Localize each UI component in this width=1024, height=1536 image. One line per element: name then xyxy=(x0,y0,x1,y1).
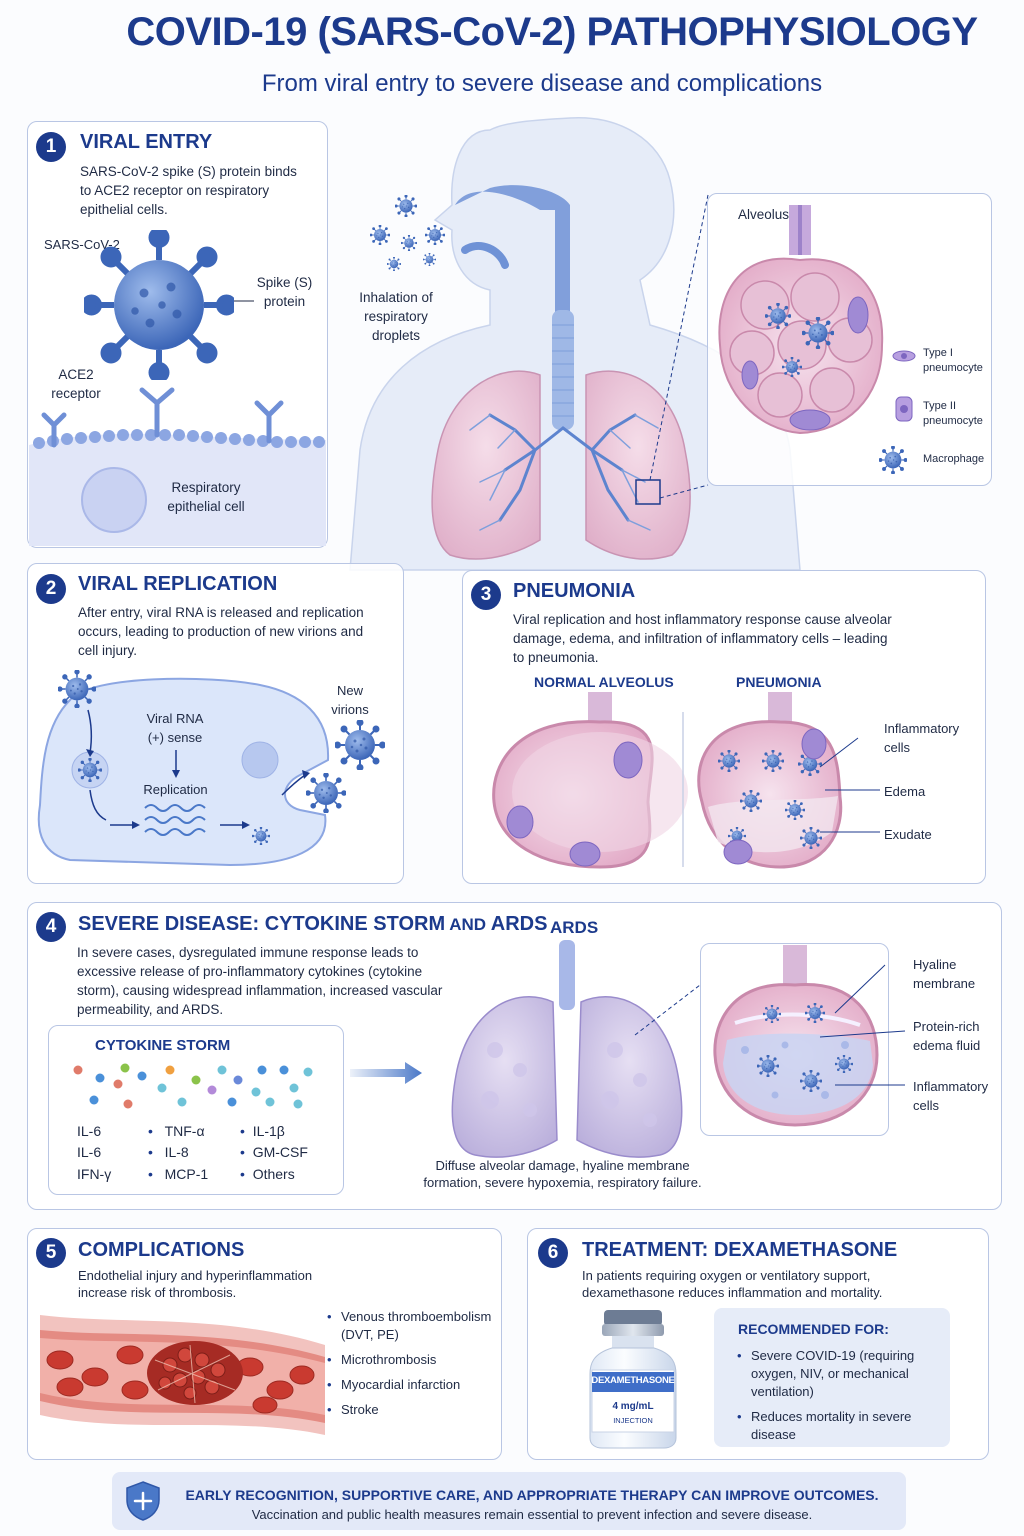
step-number-4: 4 xyxy=(36,912,66,942)
cytokine-storm-box xyxy=(48,1025,344,1195)
exudate-label: Exudate xyxy=(884,827,932,842)
cytokine-1: IL-6 xyxy=(77,1123,102,1139)
dexamethasone-vial-illustration xyxy=(589,1310,677,1449)
spike-label: Spike (S) protein xyxy=(256,275,313,309)
edema-fluid-label: Protein-rich edema fluid xyxy=(913,1019,981,1053)
step-number-1: 1 xyxy=(36,132,66,162)
vial-dose: 4 mg/mL xyxy=(612,1401,654,1412)
replication-illustration xyxy=(37,670,385,867)
recommendation-item: Reduces mortality in severe disease xyxy=(737,1408,937,1444)
page-title: COVID-19 (SARS-CoV-2) PATHOPHYSIOLOGY xyxy=(126,10,978,54)
replication-label: Replication xyxy=(143,782,208,797)
hyaline-membrane-label: Hyaline membrane xyxy=(913,957,976,991)
ards-title: ARDS xyxy=(550,918,599,937)
type1-pneumocyte-icon xyxy=(892,350,916,362)
viral-entry-illustration xyxy=(29,235,326,546)
cytokine-storm-title: CYTOKINE STORM xyxy=(95,1037,231,1054)
legend-macrophage: Macrophage xyxy=(923,453,985,465)
vial-name: DEXAMETHASONE xyxy=(591,1375,675,1386)
panel1-title: VIRAL ENTRY xyxy=(80,131,213,153)
complication-item: Myocardial infarction xyxy=(327,1376,502,1394)
ace2-label: ACE2 receptor xyxy=(51,367,101,401)
page-subtitle: From viral entry to severe disease and c… xyxy=(261,70,823,97)
inflammatory-cells-label: Inflammatory cells xyxy=(884,721,960,755)
panel6-title: TREATMENT: DEXAMETHASONE xyxy=(582,1239,898,1261)
edema-label: Edema xyxy=(884,784,926,799)
cytokine-7: IFN-γ xyxy=(77,1166,112,1182)
recommendation-item: Severe COVID-19 (requiring oxygen, NIV, … xyxy=(737,1347,937,1401)
step-number-5: 5 xyxy=(36,1238,66,1268)
step-number-3: 3 xyxy=(471,580,501,610)
ards-inflammatory-label: Inflammatory cells xyxy=(913,1079,989,1113)
zoom-lines xyxy=(649,194,709,499)
panel1-text: SARS-CoV-2 spike (S) protein binds to AC… xyxy=(80,164,297,217)
panel2-title: VIRAL REPLICATION xyxy=(78,573,278,595)
ards-alveolus-illustration xyxy=(713,945,906,1127)
footer-sub-text: Vaccination and public health measures r… xyxy=(251,1507,813,1522)
normal-alveolus-heading: NORMAL ALVEOLUS xyxy=(534,674,674,690)
cytokine-8: • MCP-1 xyxy=(148,1166,209,1182)
cytokine-9: • Others xyxy=(240,1166,295,1182)
panel5-text: Endothelial injury and hyperinflammation… xyxy=(78,1268,313,1300)
blood-vessel-illustration xyxy=(40,1315,325,1435)
panel3-text: Viral replication and host inflammatory … xyxy=(513,612,892,665)
alveolus-comparison xyxy=(492,692,880,869)
cytokine-dots xyxy=(73,1063,313,1109)
footer-main-text: EARLY RECOGNITION, SUPPORTIVE CARE, AND … xyxy=(185,1487,879,1503)
ards-caption: Diffuse alveolar damage, hyaline membran… xyxy=(423,1158,702,1190)
arrow-right-icon xyxy=(350,1062,422,1084)
panel5-title: COMPLICATIONS xyxy=(78,1239,245,1261)
complication-item: Stroke xyxy=(327,1401,502,1419)
legend-type1: Type I pneumocyte xyxy=(923,347,983,374)
vial-type: INJECTION xyxy=(613,1416,653,1425)
viral-rna-label: Viral RNA (+) sense xyxy=(146,711,204,745)
step-number-6: 6 xyxy=(538,1238,568,1268)
panel4-title: SEVERE DISEASE: CYTOKINE STORM AND ARDS xyxy=(78,913,548,935)
inhalation-label: Inhalation of respiratory droplets xyxy=(359,290,433,343)
body-lungs-illustration xyxy=(349,117,801,571)
alveolus-illustration xyxy=(718,205,884,435)
panel3-title: PNEUMONIA xyxy=(513,580,636,602)
pneumonia-heading: PNEUMONIA xyxy=(736,674,822,690)
cytokine-6: • GM-CSF xyxy=(240,1144,308,1160)
cytokine-2: • TNF-α xyxy=(148,1123,205,1139)
panel6-text: In patients requiring oxygen or ventilat… xyxy=(582,1268,883,1300)
cytokine-5: • IL-8 xyxy=(148,1144,189,1160)
type2-pneumocyte-icon xyxy=(895,396,913,422)
recommendation-list: Severe COVID-19 (requiring oxygen, NIV, … xyxy=(737,1347,937,1451)
new-virions-label: New virions xyxy=(331,683,369,717)
panel4-text: In severe cases, dysregulated immune res… xyxy=(77,945,443,1017)
legend-type2: Type II pneumocyte xyxy=(923,400,983,427)
step-number-2: 2 xyxy=(36,574,66,604)
complication-item: Venous thromboembolism (DVT, PE) xyxy=(327,1308,502,1344)
complication-item: Microthrombosis xyxy=(327,1351,502,1369)
footer-banner xyxy=(112,1472,906,1530)
cytokine-3: • IL-1β xyxy=(240,1123,285,1139)
cytokine-4: IL-6 xyxy=(77,1144,102,1160)
sars-cov-2-label: SARS-CoV-2 xyxy=(44,237,120,252)
shield-icon xyxy=(126,1481,160,1521)
alveolus-title: Alveolus xyxy=(738,207,790,222)
macrophage-icon xyxy=(879,446,907,474)
epithelial-cell-label: Respiratory epithelial cell xyxy=(167,480,245,514)
ards-lungs-illustration xyxy=(451,940,701,1158)
panel2-text: After entry, viral RNA is released and r… xyxy=(78,605,364,658)
complications-list: Venous thromboembolism (DVT, PE) Microth… xyxy=(327,1308,502,1426)
recommended-title: RECOMMENDED FOR: xyxy=(738,1321,889,1337)
